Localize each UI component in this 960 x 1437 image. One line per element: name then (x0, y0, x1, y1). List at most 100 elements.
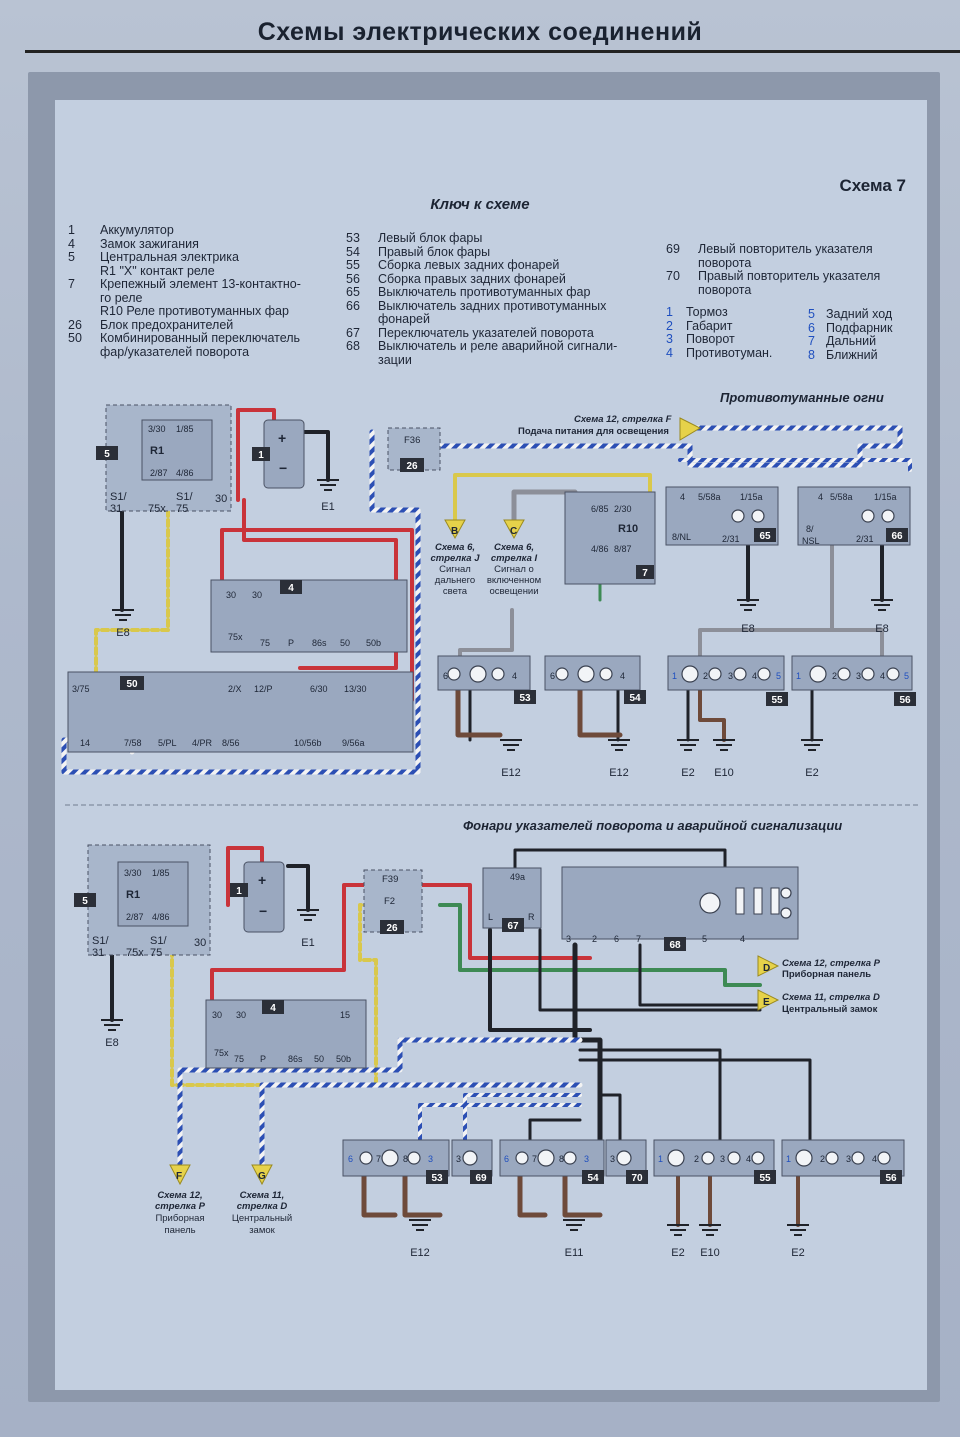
legend-number: 55 (346, 258, 360, 272)
ground-e1: E1 (321, 501, 334, 513)
arrow-g-l4: замок (249, 1225, 275, 1236)
legend-text: Выключатель противотуманных фар (378, 285, 591, 299)
legend-text: Выключатель и реле аварийной сигнали- (378, 339, 618, 353)
svg-text:2: 2 (832, 671, 837, 681)
arrow-d (757, 955, 780, 977)
svg-text:26: 26 (406, 461, 418, 472)
legend-text: Задний ход (826, 307, 893, 321)
schema-number: Схема 7 (839, 176, 906, 195)
svg-text:1/85: 1/85 (176, 424, 194, 434)
legend-text: Замок зажигания (100, 236, 199, 251)
ground-e2: E2 (791, 1247, 804, 1259)
component-tags: 5 1 4 50 26 7 65 66 53 54 55 56 5 1 4 26… (74, 446, 916, 1184)
arrow-g-letter: G (258, 1171, 266, 1182)
arrow-e-l2: Центральный замок (782, 1004, 878, 1015)
legend-number: 3 (666, 332, 673, 346)
svg-text:4/86: 4/86 (591, 544, 609, 554)
svg-text:10/56b: 10/56b (294, 738, 322, 748)
ground-e8: E8 (741, 623, 754, 635)
svg-text:+: + (278, 430, 286, 446)
svg-text:12/P: 12/P (254, 684, 273, 694)
svg-text:−: − (279, 460, 287, 476)
header-rule (25, 50, 960, 53)
legend-number: 5 (808, 307, 815, 321)
svg-text:1: 1 (236, 886, 242, 897)
arrow-g (251, 1164, 273, 1186)
section2-labels: F39 F2 D Схема 12, стрелка P Приборная п… (155, 874, 881, 1236)
legend-number: 8 (808, 347, 815, 362)
legend-text: Выключатель задних противотуманных (378, 298, 607, 313)
legend-number: 68 (346, 339, 360, 353)
legend-text: поворота (698, 255, 752, 270)
svg-text:4/PR: 4/PR (192, 738, 213, 748)
section2-title: Фонари указателей поворота и аварийной с… (463, 818, 843, 833)
arrow-b (444, 519, 466, 540)
svg-text:3/75: 3/75 (72, 684, 90, 694)
legend-number: 67 (346, 325, 360, 340)
svg-text:75: 75 (150, 947, 162, 959)
svg-text:53: 53 (431, 1173, 443, 1184)
svg-text:70: 70 (631, 1173, 643, 1184)
section1-labels: F36 Схема 12, стрелка F Подача питания д… (404, 414, 672, 597)
legend-text: Левый повторитель указателя (698, 242, 873, 256)
arrow-g-l1: Схема 11, (240, 1190, 285, 1201)
svg-text:4: 4 (752, 671, 757, 681)
arrow-c-l2: стрелка I (491, 553, 538, 564)
arrow-b-l5: света (443, 586, 468, 597)
svg-text:3: 3 (566, 934, 571, 944)
legend-number: 54 (346, 244, 360, 259)
svg-text:1/15a: 1/15a (874, 492, 897, 502)
arrow-g-l3: Центральный (232, 1213, 292, 1224)
legend-text: Сборка левых задних фонарей (378, 258, 560, 272)
svg-text:86s: 86s (288, 1054, 303, 1064)
svg-text:75: 75 (260, 638, 270, 648)
arrow-b-l1: Схема 6, (435, 542, 475, 553)
svg-text:6/85: 6/85 (591, 504, 609, 514)
svg-text:14: 14 (80, 738, 90, 748)
svg-text:54: 54 (629, 693, 641, 704)
arrow-d-letter: D (763, 963, 770, 974)
svg-text:69: 69 (475, 1173, 487, 1184)
legend-text: фонарей (378, 312, 430, 326)
legend-item: зации (346, 353, 646, 368)
svg-text:86s: 86s (312, 638, 327, 648)
ground-e8: E8 (875, 623, 888, 635)
legend-text: Правый повторитель указателя (698, 269, 881, 283)
legend-number: 6 (808, 320, 815, 335)
legend-text: го реле (100, 290, 143, 305)
svg-text:7/58: 7/58 (124, 738, 142, 748)
svg-text:8/87: 8/87 (614, 544, 632, 554)
arrow-f2-l3: Приборная (155, 1213, 204, 1224)
svg-text:3: 3 (728, 671, 733, 681)
legend-number: 2 (666, 318, 673, 333)
svg-text:30: 30 (212, 1010, 222, 1020)
legend-item: поворота (666, 255, 906, 271)
svg-text:6: 6 (550, 671, 555, 681)
svg-text:S1/: S1/ (150, 935, 167, 947)
arrow-b-l3: Сигнал (439, 564, 471, 575)
ground-e2: E2 (671, 1247, 684, 1259)
svg-text:8/NL: 8/NL (672, 532, 691, 542)
legend-text: Центральная электрика (100, 250, 239, 264)
svg-text:66: 66 (891, 531, 903, 542)
arrow-c-l5: освещении (489, 586, 538, 597)
svg-text:67: 67 (507, 921, 519, 932)
arrow-d-l2: Приборная панель (782, 969, 871, 980)
svg-text:4: 4 (818, 492, 823, 502)
ignition-switch-4 (210, 579, 408, 653)
svg-text:2: 2 (592, 934, 597, 944)
legend-number: 7 (68, 277, 75, 291)
svg-text:30: 30 (226, 590, 236, 600)
svg-text:4: 4 (270, 1003, 276, 1014)
svg-text:7: 7 (532, 1154, 537, 1164)
